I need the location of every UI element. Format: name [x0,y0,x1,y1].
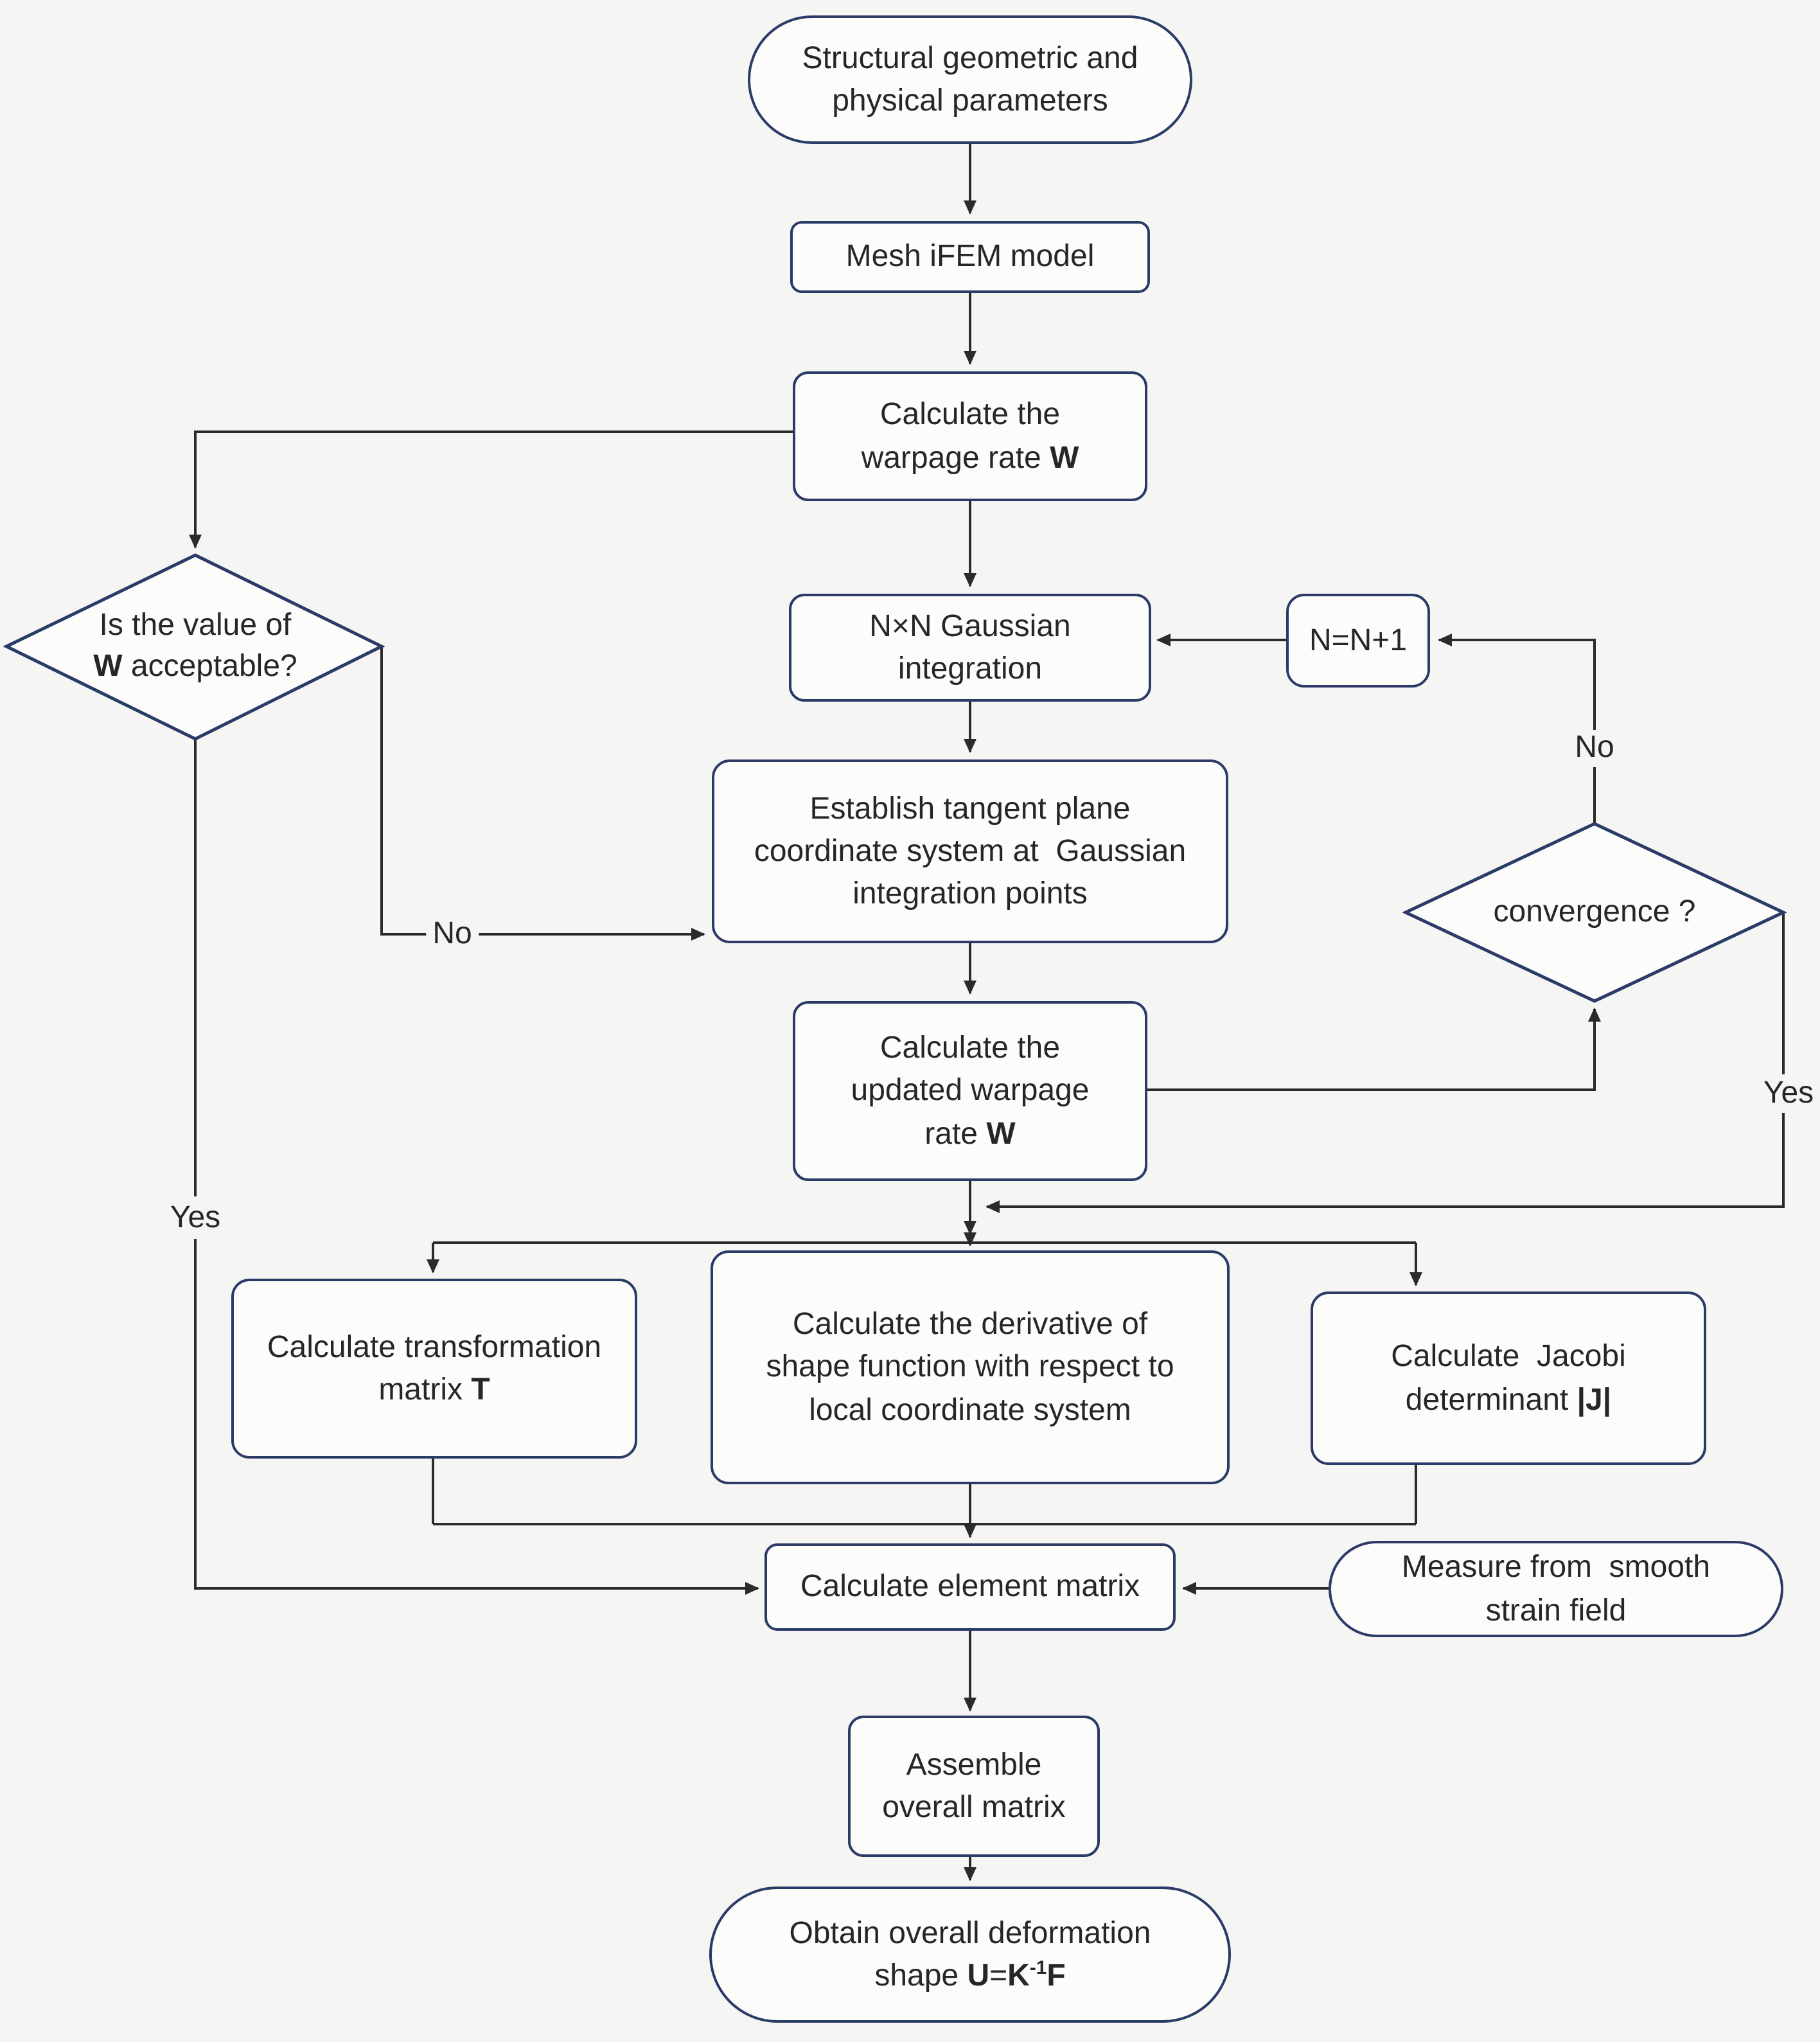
edge-label-yes-right: Yes [1756,1076,1820,1112]
node-n-plus-1-label: N=N+1 [1309,623,1408,658]
decision-convergence-label: convergence ? [1493,894,1696,929]
edge-warpage-wcheck [189,431,793,549]
decision-convergence-shape [1402,822,1787,1003]
node-mesh-ifem: Mesh iFEM model [790,221,1150,293]
edge-wcheck-yes-element [194,1239,759,1595]
node-mesh-ifem-label: Mesh iFEM model [845,239,1095,274]
edge-label-no-right: No [1568,730,1621,766]
edge-label-yes-left: Yes [163,1200,227,1236]
edge-convergence-no-nn1 [1438,634,1596,730]
edge-updated-convergence [1147,1008,1601,1091]
node-n-plus-1: N=N+1 [1286,594,1430,688]
edge-wcheck-no-establish [380,646,705,941]
decision-w-acceptable-shape [3,553,385,741]
node-element-matrix-label: Calculate element matrix [800,1569,1140,1604]
edge-label-no-left: No [426,916,479,952]
node-element-matrix: Calculate element matrix [764,1543,1176,1631]
edge-convergence-yes-merge [985,1113,1785,1213]
